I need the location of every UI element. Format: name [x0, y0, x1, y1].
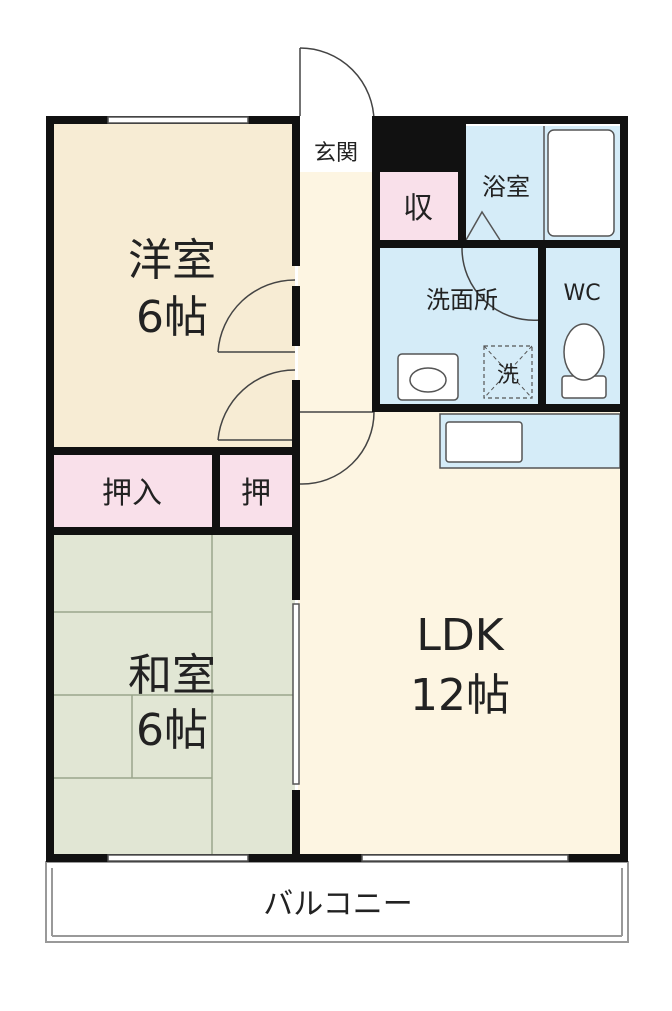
basin-bowl	[409, 367, 447, 393]
entrance-floor	[300, 126, 372, 172]
washbasin	[397, 353, 459, 401]
storage-label: 収	[403, 191, 433, 226]
entrance-label: 玄関	[314, 141, 358, 166]
door-swings	[217, 47, 541, 485]
washer-space	[483, 345, 533, 399]
western-room-size: 6帖	[136, 292, 208, 343]
windows	[107, 116, 569, 862]
toilet-label: WC	[563, 281, 600, 306]
western-room-label: 洋室	[128, 235, 216, 286]
toilet-bowl	[563, 323, 605, 381]
japanese-room-size: 6帖	[136, 705, 208, 756]
kitchen-sink	[445, 421, 523, 463]
tatami-lines	[52, 535, 295, 855]
bathtub	[547, 129, 615, 237]
balcony-label: バルコニー	[263, 887, 412, 922]
western-room-floor	[52, 122, 295, 447]
ldk-size: 12帖	[410, 670, 510, 721]
ldk-label: LDK	[416, 610, 504, 661]
hallway-floor	[298, 168, 376, 410]
storage-floor	[378, 172, 458, 240]
bath-label: 浴室	[482, 173, 530, 201]
washer-label: 洗	[497, 363, 519, 388]
bath-door	[465, 210, 501, 241]
japanese-room-label: 和室	[128, 650, 216, 701]
closet-small-label: 押	[241, 476, 271, 511]
washroom-label: 洗面所	[426, 286, 498, 314]
closet-large-label: 押入	[102, 476, 162, 511]
balcony-floor	[45, 861, 629, 943]
ldk-floor	[298, 410, 623, 855]
door-openings	[300, 116, 372, 124]
closet-small-floor	[220, 455, 292, 527]
closet-large-floor	[52, 455, 212, 527]
walls	[46, 116, 628, 862]
